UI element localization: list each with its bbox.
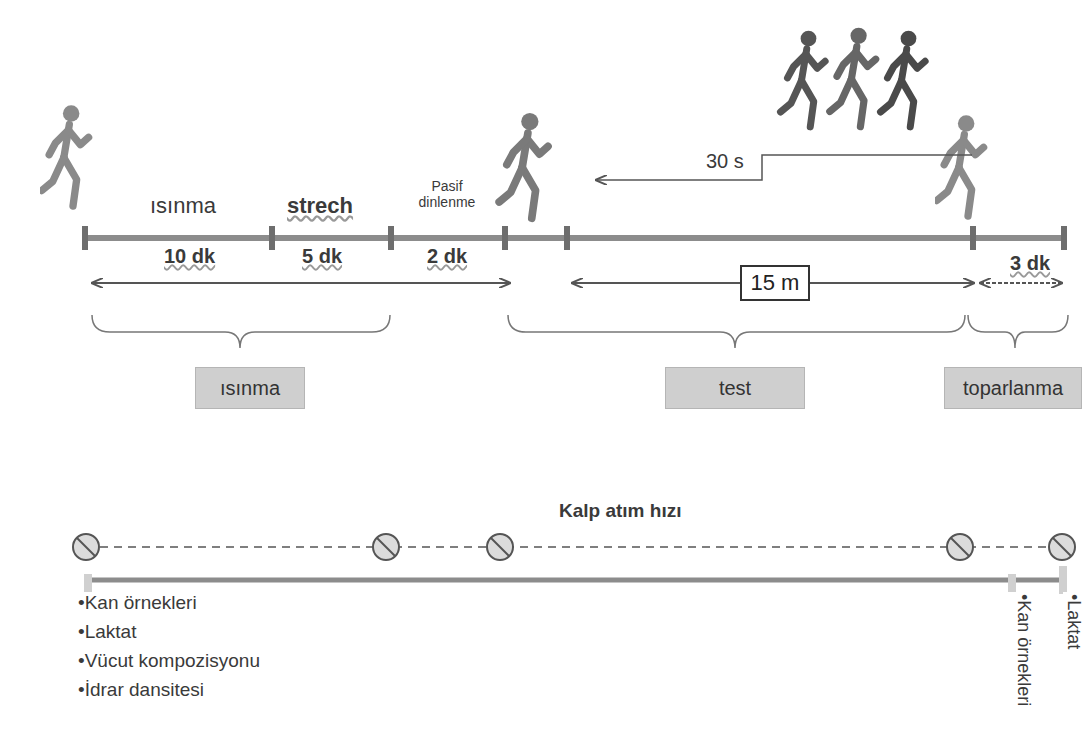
duration-arrow: [92, 282, 510, 284]
runner-figure: [830, 28, 876, 127]
sample-marker: [84, 574, 92, 594]
tick: [1061, 226, 1067, 250]
runner-figure: [781, 31, 826, 127]
runner-figure: [881, 31, 926, 127]
tick: [502, 226, 508, 250]
measure-symbol: [73, 534, 99, 560]
timeline-label: 3 dk: [1008, 252, 1052, 275]
sampling-bar: [88, 578, 1062, 583]
runner-figure: [937, 115, 984, 216]
box-text: toparlanma: [963, 377, 1063, 400]
timeline-label: 30 s: [704, 150, 746, 173]
timeline-label: •Laktat: [76, 621, 138, 643]
timeline-label: 10 dk: [162, 245, 217, 268]
tick: [970, 226, 976, 250]
sample-marker: [1008, 574, 1016, 592]
phase-box: toparlanma: [944, 367, 1082, 409]
time-arrow: [596, 155, 972, 180]
timeline-label: •Vücut kompozisyonu: [76, 650, 262, 672]
tick: [388, 226, 394, 250]
vertical-note: •Laktat: [1063, 592, 1084, 651]
runner-figure: [499, 113, 548, 218]
timeline-label: Kalp atım hızı: [557, 500, 683, 522]
box-text: test: [719, 377, 751, 400]
timeline-bar: [82, 235, 1066, 241]
box-text: 15 m: [751, 270, 800, 296]
measure-symbol: [487, 534, 513, 560]
measure-symbol: [1049, 534, 1075, 560]
timeline-label: Pasif dinlenme: [410, 178, 484, 210]
duration-arrow: [980, 282, 1062, 284]
measure-symbols: [73, 534, 1075, 560]
sample-marker: [1059, 566, 1067, 594]
tick: [269, 226, 275, 250]
timeline-label: 5 dk: [300, 245, 344, 268]
timeline-ticks: [82, 226, 1067, 250]
measure-symbol: [373, 534, 399, 560]
vertical-note: •Kan örnekleri: [1013, 592, 1034, 708]
brace: [92, 315, 390, 348]
tick: [564, 226, 570, 250]
brace: [968, 315, 1068, 348]
heart-rate-line: [100, 546, 1048, 548]
timeline-label: •Kan örnekleri: [76, 592, 199, 614]
brace: [508, 315, 965, 348]
timeline-label: strech: [285, 193, 355, 218]
tick: [82, 226, 88, 250]
timeline-label: •İdrar dansitesi: [76, 679, 206, 701]
phase-box: ısınma: [195, 367, 305, 409]
timeline-label: 2 dk: [425, 245, 469, 268]
distance-box: 15 m: [740, 265, 810, 301]
braces: [92, 315, 1068, 348]
box-text: ısınma: [220, 377, 280, 400]
phase-box: test: [665, 367, 805, 409]
runner-figure: [42, 105, 89, 206]
measure-symbol: [947, 534, 973, 560]
timeline-label: ısınma: [148, 193, 218, 218]
